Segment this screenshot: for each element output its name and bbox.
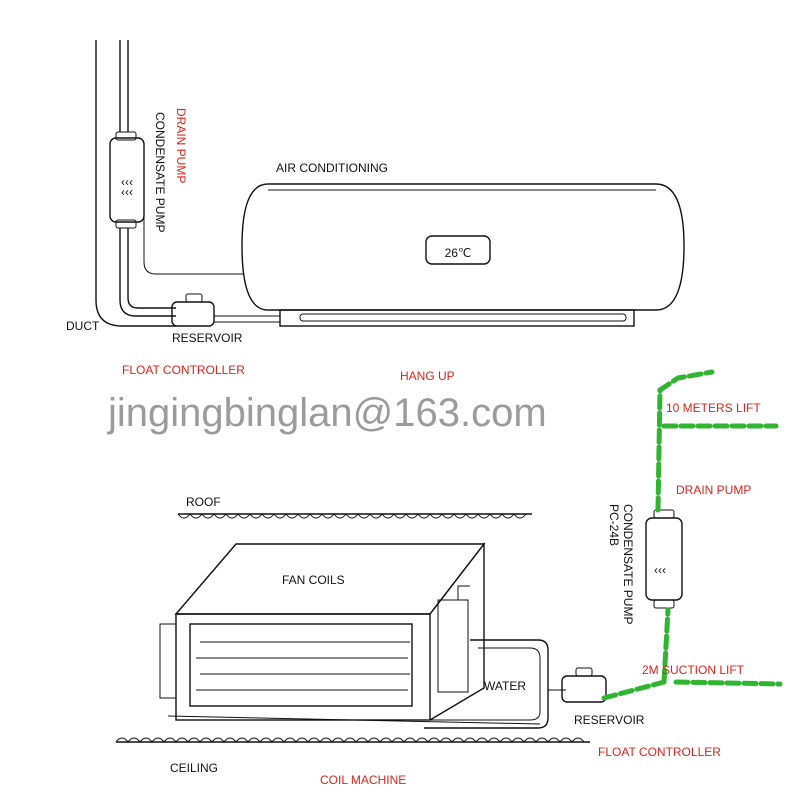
model-label: PC-24B — [607, 504, 621, 546]
coil-machine-label: COIL MACHINE — [320, 773, 406, 787]
roof-scallop — [177, 513, 532, 519]
svg-text:‹‹‹: ‹‹‹ — [121, 175, 133, 189]
drain-pump-label-top: DRAIN PUMP — [174, 108, 188, 183]
ceiling-label: CEILING — [170, 761, 218, 775]
green-pipe — [601, 369, 783, 701]
fan-coils-label: FAN COILS — [282, 573, 345, 587]
condensate-pump-label-top: CONDENSATE PUMP — [153, 112, 167, 232]
temperature-readout: 26℃ — [445, 246, 472, 260]
ac-unit — [143, 180, 685, 327]
reservoir-label-bottom: RESERVOIR — [574, 713, 645, 727]
float-controller-top — [171, 293, 280, 327]
float-controller-label-bottom: FLOAT CONTROLLER — [598, 745, 721, 759]
float-controller-bottom — [561, 667, 607, 703]
ceiling-scallop — [115, 737, 590, 743]
drain-pump-top: ‹‹‹ ‹‹‹ — [109, 131, 145, 229]
hang-up-label: HANG UP — [400, 369, 455, 383]
drain-tray — [424, 639, 566, 729]
temperature-display — [425, 235, 491, 265]
reservoir-label-top: RESERVOIR — [172, 331, 243, 345]
duct-label: DUCT — [66, 319, 100, 333]
watermark: jingingbinglan@163.com — [107, 391, 547, 435]
drain-pump-bottom: ‹‹‹ — [645, 509, 683, 609]
meters-lift-label: 10 METERS LIFT — [666, 401, 761, 415]
duct-wall — [95, 40, 176, 327]
svg-text:‹‹‹: ‹‹‹ — [654, 563, 666, 577]
condensate-pump-label-bottom: CONDENSATE PUMP — [621, 504, 635, 624]
svg-text:‹‹‹: ‹‹‹ — [121, 185, 133, 199]
drain-pump-label-bottom: DRAIN PUMP — [676, 483, 751, 497]
air-conditioning-label: AIR CONDITIONING — [276, 161, 388, 175]
suction-lift-label: 2M SUCTION LIFT — [642, 663, 745, 677]
fan-coil-unit — [159, 541, 541, 725]
roof-label: ROOF — [186, 495, 221, 509]
float-controller-label-top: FLOAT CONTROLLER — [122, 363, 245, 377]
water-label: WATER — [484, 679, 526, 693]
